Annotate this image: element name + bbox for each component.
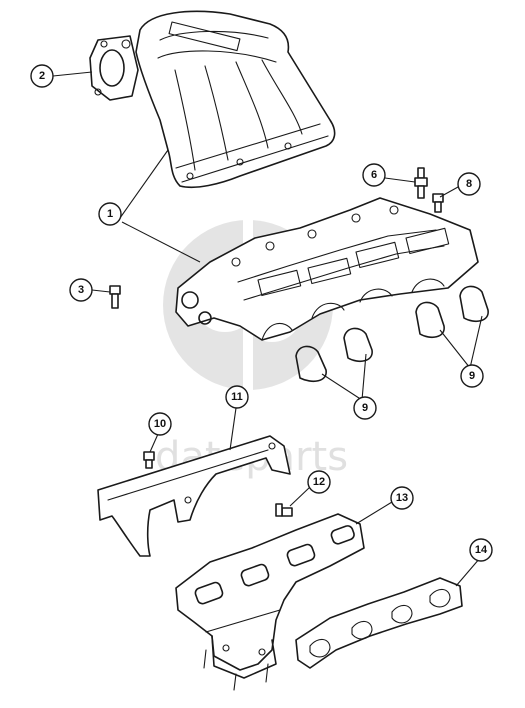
callout-12: 12 bbox=[307, 470, 331, 494]
callout-10-label: 10 bbox=[154, 418, 166, 430]
callout-11: 11 bbox=[225, 385, 249, 409]
callout-13-label: 13 bbox=[396, 492, 408, 504]
callout-2-label: 2 bbox=[39, 70, 45, 82]
callout-14: 14 bbox=[469, 538, 493, 562]
callout-3: 3 bbox=[69, 278, 93, 302]
upper-intake-manifold bbox=[89, 10, 336, 189]
callout-1-label: 1 bbox=[107, 208, 113, 220]
callout-6: 6 bbox=[362, 163, 386, 187]
callout-9-left-label: 9 bbox=[362, 402, 368, 414]
heat-shield-11 bbox=[97, 435, 291, 557]
stud-6 bbox=[414, 167, 428, 199]
callout-8: 8 bbox=[457, 172, 481, 196]
callout-6-label: 6 bbox=[371, 169, 377, 181]
callout-8-label: 8 bbox=[466, 178, 472, 190]
callout-3-label: 3 bbox=[78, 284, 84, 296]
leader-lines bbox=[52, 71, 483, 587]
callout-12-label: 12 bbox=[313, 476, 325, 488]
bolt-10 bbox=[143, 451, 155, 469]
callout-2: 2 bbox=[30, 64, 54, 88]
callout-9-right: 9 bbox=[460, 364, 484, 388]
exhaust-manifold-13 bbox=[175, 513, 365, 691]
callout-14-label: 14 bbox=[475, 544, 488, 556]
callout-10: 10 bbox=[148, 412, 172, 436]
bolt-8 bbox=[432, 193, 444, 213]
bolt-3 bbox=[109, 285, 121, 309]
callout-9-right-label: 9 bbox=[469, 370, 475, 382]
lower-intake-manifold bbox=[175, 197, 479, 341]
callout-11-label: 11 bbox=[231, 391, 243, 403]
intake-gaskets-9 bbox=[295, 285, 489, 383]
bolt-12 bbox=[275, 503, 293, 517]
exhaust-gasket-14 bbox=[295, 577, 463, 669]
callout-13: 13 bbox=[390, 486, 414, 510]
callout-1: 1 bbox=[98, 202, 122, 226]
callout-9-left: 9 bbox=[353, 396, 377, 420]
